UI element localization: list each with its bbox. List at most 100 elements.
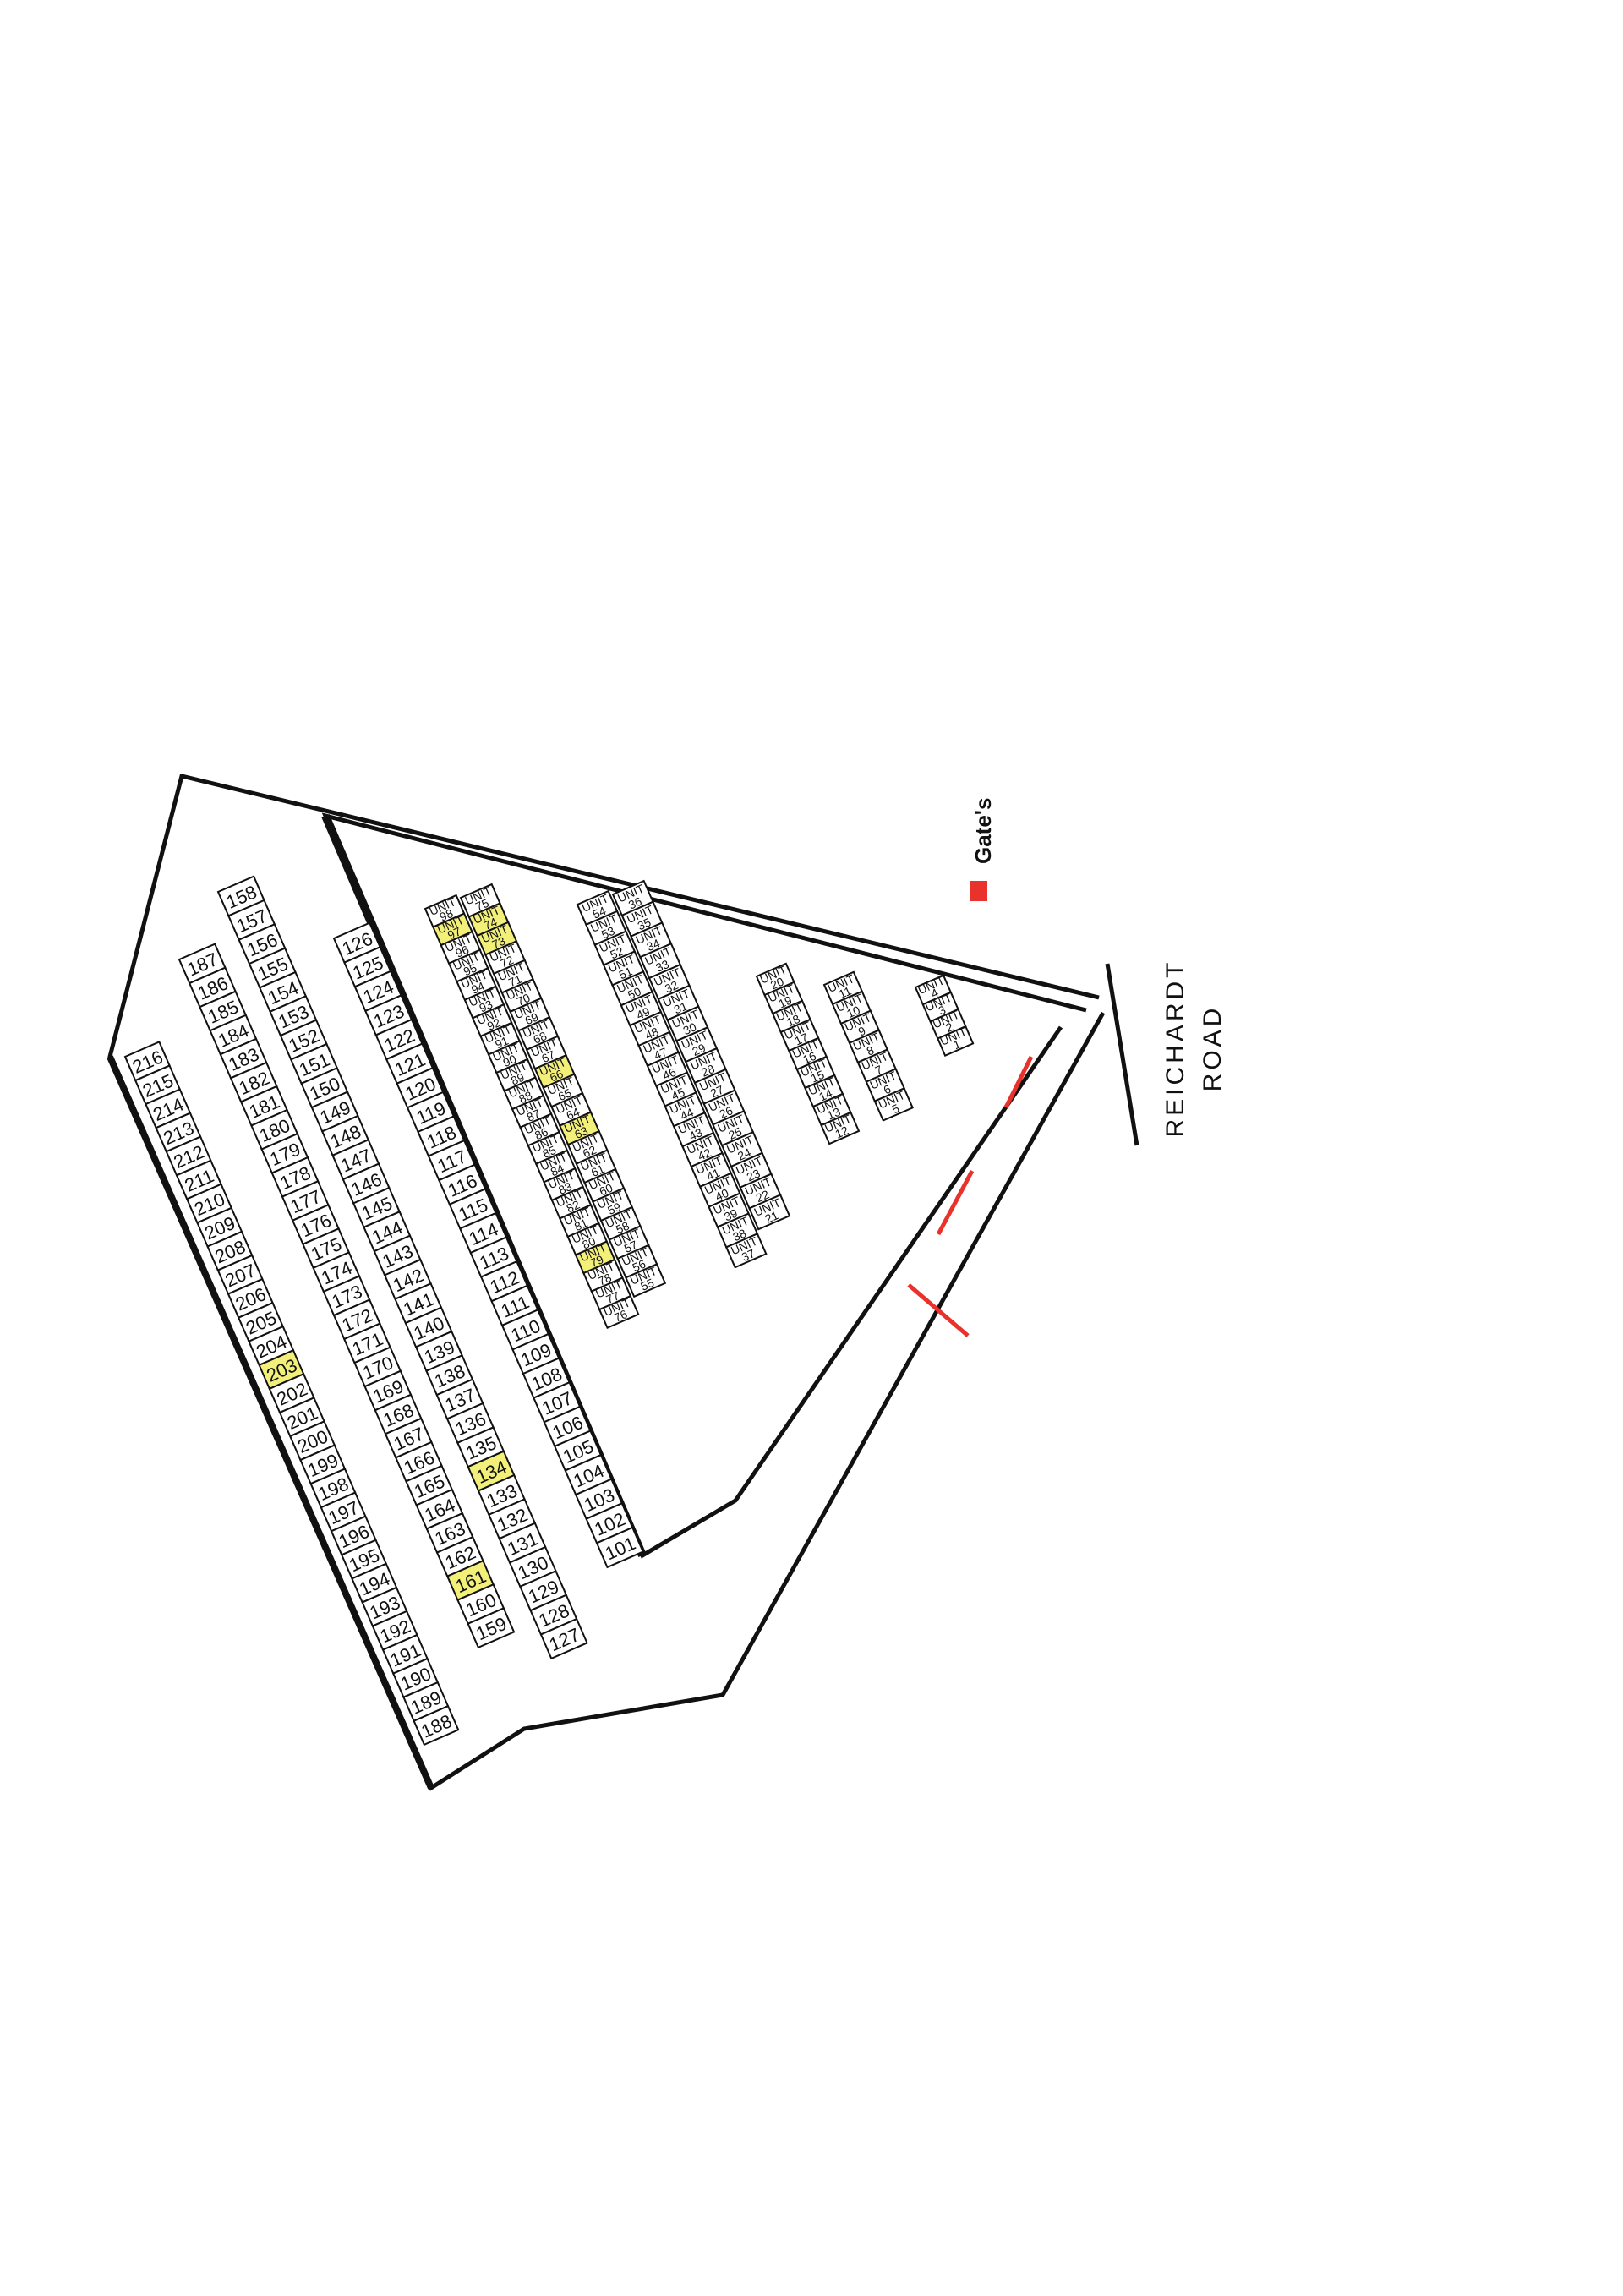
row-127-158: 1581571561551541531521511501491481471461… [216,875,588,1660]
lot-135: 135 [456,1426,505,1468]
lot-156: 156 [238,923,287,965]
lot-214: 214 [145,1088,192,1129]
gate-3 [907,1283,970,1337]
lot-101: 101 [595,1526,644,1569]
gates [907,1055,1034,1337]
unit-number: 76 [612,1307,630,1325]
west-wall [107,1055,434,1790]
lot-198: 198 [309,1468,357,1509]
lot-113: 113 [469,1236,518,1278]
lot-118: 118 [417,1115,466,1157]
lot-195: 195 [340,1539,388,1580]
lot-160: 160 [456,1583,505,1626]
lot-161: 161 [445,1559,495,1601]
units-layer: UNIT98UNIT97UNIT96UNIT95UNIT94UNIT93UNIT… [424,879,975,1329]
road-end-line [1105,963,1139,1146]
unit-number: 55 [638,1276,656,1293]
lots-layer: 2162152142132122112102092082072062052042… [123,875,644,1747]
lot-139: 139 [414,1330,463,1373]
lot-177: 177 [281,1179,330,1222]
road-label: REICHARDT ROAD [1161,959,1227,1137]
block-c: UNIT54UNIT53UNIT52UNIT51UNIT50UNIT49UNIT… [576,889,768,1269]
row-101-126: 1261251241231221211201191181171161151141… [332,921,644,1569]
unit-number: 37 [740,1246,757,1264]
lot-170: 170 [353,1346,402,1388]
lot-129: 129 [519,1570,568,1612]
lot-215: 215 [134,1064,182,1106]
lot-211: 211 [175,1159,222,1200]
lot-175: 175 [302,1227,351,1270]
row-159-187: 1871861851841831821811801791781771761751… [178,943,516,1649]
road-label-line-2: ROAD [1199,1005,1227,1092]
lot-181: 181 [239,1085,288,1127]
unit-number: 12 [833,1123,850,1141]
lot-208: 208 [206,1230,254,1271]
legend: Gate's [970,798,996,901]
lot-124: 124 [353,970,402,1013]
gate-1 [1003,1055,1034,1109]
lot-206: 206 [227,1277,274,1319]
row-188-216: 2162152142132122112102092082072062052042… [123,1041,460,1747]
lot-202: 202 [268,1373,315,1414]
lot-115: 115 [448,1188,497,1230]
lot-173: 173 [322,1275,371,1317]
block-a: UNIT98UNIT97UNIT96UNIT95UNIT94UNIT93UNIT… [424,894,640,1329]
block-d: UNIT36UNIT35UNIT34UNIT33UNIT32UNIT31UNIT… [611,879,791,1231]
lot-147: 147 [331,1139,380,1181]
lot-179: 179 [260,1132,309,1174]
lot-190: 190 [391,1657,440,1698]
lot-125: 125 [343,945,392,988]
lot-199: 199 [299,1444,347,1485]
block-b: UNIT75UNIT74UNIT73UNIT72UNIT71UNIT70UNIT… [459,883,667,1298]
lot-152: 152 [279,1019,328,1061]
lot-127: 127 [539,1617,588,1660]
lot-144: 144 [363,1211,412,1253]
lot-212: 212 [165,1135,212,1177]
lot-117: 117 [427,1139,476,1182]
lot-114: 114 [458,1211,508,1255]
unit-number: 21 [762,1208,780,1226]
outer-boundary-line [107,773,1106,1791]
lot-134: 134 [467,1450,516,1492]
lot-189: 189 [402,1681,450,1723]
lot-104: 104 [564,1453,613,1496]
lot-149: 149 [310,1091,359,1133]
legend-label: Gate's [970,798,996,864]
legend-swatch [970,881,987,901]
gate-2 [936,1169,975,1236]
road-label-line-1: REICHARDT [1161,959,1189,1137]
